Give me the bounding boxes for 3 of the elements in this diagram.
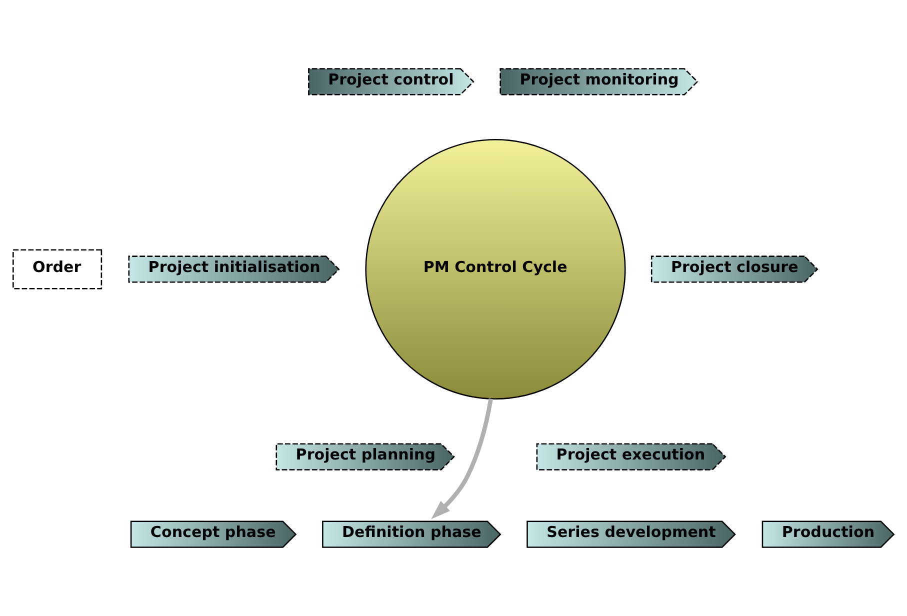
node-circle: PM Control Cycle xyxy=(365,138,626,400)
node-box: Order xyxy=(12,249,102,290)
arrow xyxy=(431,398,493,520)
